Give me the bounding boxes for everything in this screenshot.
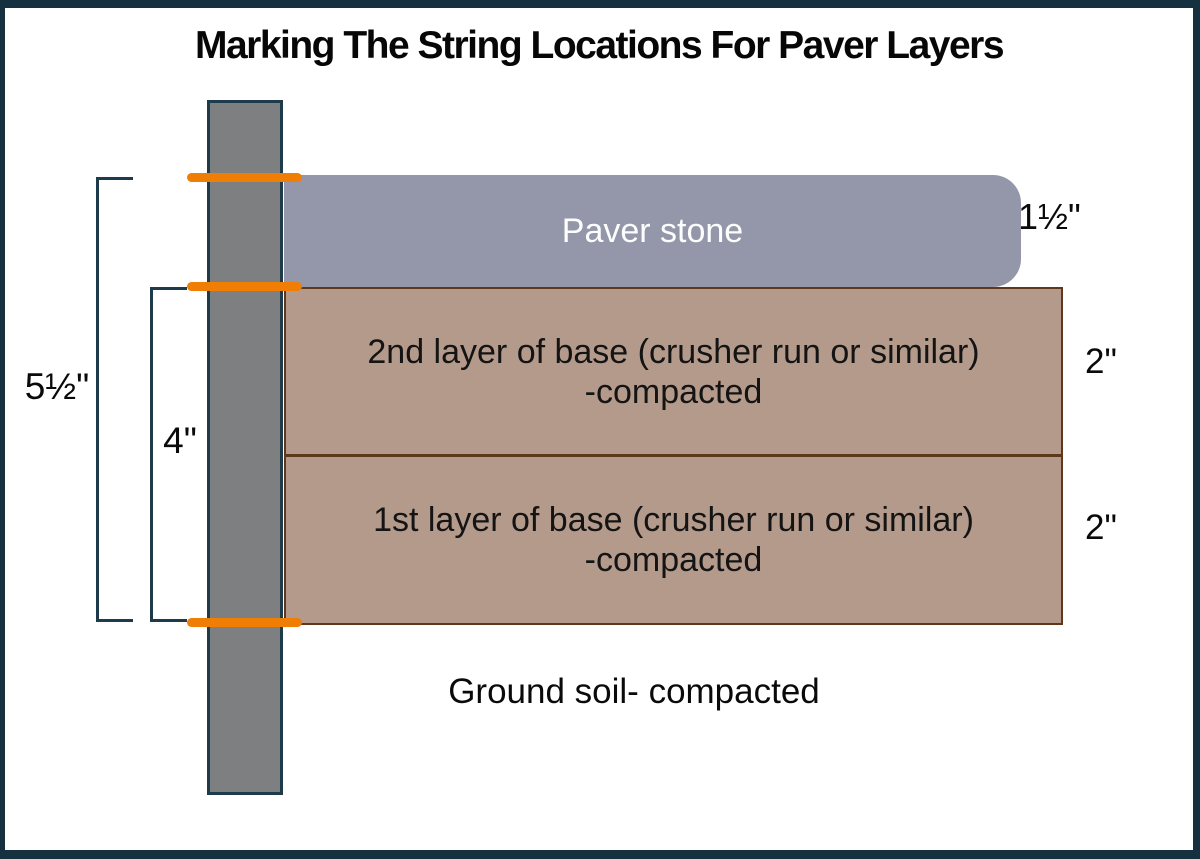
dimension-label-overall: 5½" <box>24 366 90 407</box>
stake-post <box>207 100 283 795</box>
base-layer-2: 2nd layer of base (crusher run or simila… <box>284 287 1063 457</box>
dimension-bracket-overall <box>96 177 133 622</box>
paver-stone-layer: Paver stone <box>284 175 1021 287</box>
paver-stone-label: Paver stone <box>561 211 744 250</box>
string-mark-paver-top <box>187 173 302 182</box>
dimension-label-paver: 1½" <box>1018 196 1081 237</box>
dimension-label-base2: 2" <box>1085 342 1117 381</box>
base-layer-1-sublabel: -compacted <box>584 541 763 579</box>
string-mark-base-bottom <box>187 618 302 627</box>
dimension-label-base-total: 4" <box>163 420 197 461</box>
string-mark-base-top <box>187 282 302 291</box>
base-layer-2-label: 2nd layer of base (crusher run or simila… <box>367 332 980 371</box>
dimension-bracket-base <box>150 287 187 622</box>
page-title: Marking The String Locations For Paver L… <box>194 24 1005 67</box>
base-layer-2-sublabel: -compacted <box>584 372 763 411</box>
dimension-label-base1: 2" <box>1085 508 1117 547</box>
base-layer-1: 1st layer of base (crusher run or simila… <box>284 457 1063 625</box>
base-layer-1-label: 1st layer of base (crusher run or simila… <box>373 501 974 539</box>
ground-soil-label: Ground soil- compacted <box>448 672 820 711</box>
